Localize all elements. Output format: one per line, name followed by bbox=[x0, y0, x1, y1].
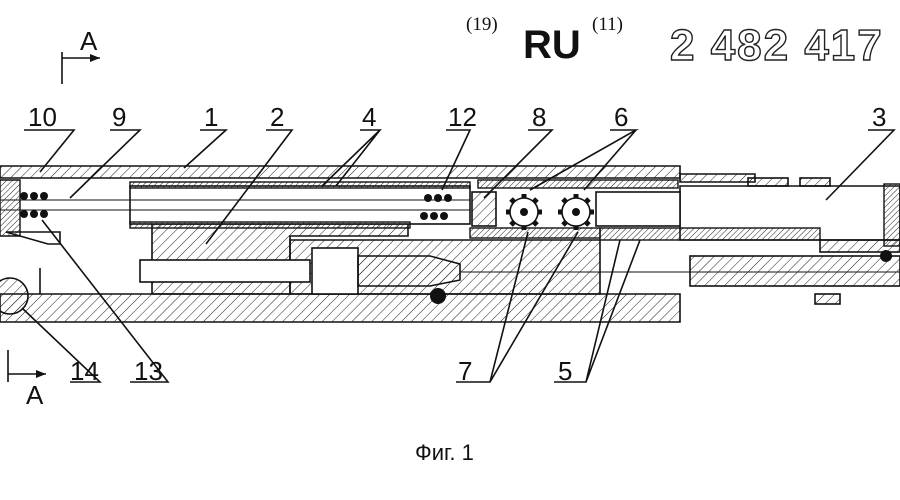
slider bbox=[595, 191, 681, 227]
leader-lines bbox=[21, 129, 896, 383]
piston-rod bbox=[139, 259, 311, 283]
rack-lower bbox=[469, 227, 601, 239]
code-11: (11) bbox=[592, 14, 623, 35]
end-nut-10 bbox=[0, 179, 21, 237]
label-7: 7 bbox=[458, 356, 472, 386]
gear-right bbox=[558, 194, 594, 230]
country-code: RU bbox=[523, 23, 581, 67]
label-2: 2 bbox=[270, 102, 284, 132]
arrow-icon bbox=[36, 370, 46, 378]
label-14: 14 bbox=[70, 356, 99, 386]
inner-chamber bbox=[129, 185, 471, 225]
pin-14 bbox=[0, 277, 29, 315]
rail-foot bbox=[814, 293, 841, 305]
label-5: 5 bbox=[558, 356, 572, 386]
balls-12 bbox=[420, 194, 452, 220]
balls-13 bbox=[20, 192, 48, 218]
section-letter-top: A bbox=[80, 26, 98, 56]
label-12: 12 bbox=[448, 102, 477, 132]
label-3: 3 bbox=[872, 102, 886, 132]
thread-4-bottom bbox=[129, 221, 411, 229]
piston-head bbox=[311, 247, 359, 295]
label-9: 9 bbox=[112, 102, 126, 132]
arrow-icon bbox=[90, 54, 100, 62]
end-cap bbox=[883, 183, 900, 247]
thread-4-top bbox=[129, 181, 471, 189]
part-labels: 10 9 1 2 4 12 8 6 3 14 13 7 5 bbox=[28, 102, 886, 386]
collar-top-2 bbox=[799, 177, 831, 187]
section-mark-bottom: A bbox=[7, 350, 46, 410]
section-mark-top: A bbox=[61, 26, 100, 84]
detent-ball bbox=[430, 288, 446, 304]
rack-5 bbox=[599, 227, 821, 241]
label-6: 6 bbox=[614, 102, 628, 132]
plunger bbox=[357, 255, 461, 287]
label-13: 13 bbox=[134, 356, 163, 386]
figure-caption: Фиг. 1 bbox=[415, 440, 474, 465]
patent-number: 2 482 417 bbox=[670, 21, 884, 70]
section-letter-bottom: A bbox=[26, 380, 44, 410]
tube-lower-wall bbox=[819, 239, 900, 253]
lower-rail bbox=[689, 255, 900, 287]
label-8: 8 bbox=[532, 102, 546, 132]
label-10: 10 bbox=[28, 102, 57, 132]
label-1: 1 bbox=[204, 102, 218, 132]
patent-header: (19) RU (11) 2 482 417 bbox=[466, 14, 884, 71]
label-4: 4 bbox=[362, 102, 376, 132]
upper-rack bbox=[477, 179, 679, 189]
collar-top bbox=[747, 177, 789, 187]
code-19: (19) bbox=[466, 14, 498, 35]
gear-left bbox=[506, 194, 542, 230]
assembly bbox=[0, 165, 900, 323]
detent-ball-right bbox=[880, 250, 892, 262]
housing-shoulder bbox=[679, 173, 756, 183]
